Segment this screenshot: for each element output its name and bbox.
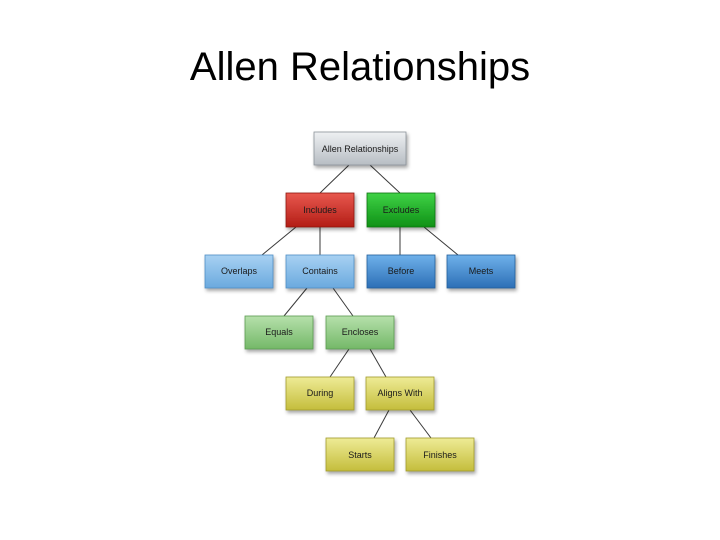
node-before: Before: [366, 254, 436, 289]
node-label: Excludes: [383, 205, 420, 215]
node-label: Before: [388, 266, 415, 276]
connector-encloses-during: [329, 348, 350, 378]
node-during: During: [285, 376, 355, 411]
connector-includes-overlaps: [261, 226, 297, 256]
node-label: Overlaps: [221, 266, 258, 276]
node-label: Aligns With: [377, 388, 422, 398]
node-contains: Contains: [285, 254, 355, 289]
node-label: Includes: [303, 205, 337, 215]
node-equals: Equals: [244, 315, 314, 350]
connector-encloses-aligns-with: [369, 348, 387, 378]
connector-excludes-meets: [423, 226, 459, 256]
node-label: Equals: [265, 327, 293, 337]
connector-root-includes: [319, 164, 350, 194]
node-label: Starts: [348, 450, 372, 460]
node-encloses: Encloses: [325, 315, 395, 350]
slide-title: Allen Relationships: [189, 45, 531, 89]
connector-lines: [261, 164, 459, 439]
node-label: Allen Relationships: [322, 144, 399, 154]
node-aligns-with: Aligns With: [365, 376, 435, 411]
node-starts: Starts: [325, 437, 395, 472]
connector-aligns-finishes: [409, 409, 432, 439]
node-meets: Meets: [446, 254, 516, 289]
node-includes: Includes: [285, 192, 355, 228]
node-label: Meets: [469, 266, 494, 276]
node-label: Encloses: [342, 327, 379, 337]
connector-contains-encloses: [332, 287, 354, 317]
node-finishes: Finishes: [405, 437, 475, 472]
node-label: During: [307, 388, 334, 398]
node-excludes: Excludes: [366, 192, 436, 228]
connector-root-excludes: [369, 164, 401, 194]
node-label: Contains: [302, 266, 338, 276]
node-allen-relationships: Allen Relationships: [313, 131, 407, 166]
node-label: Finishes: [423, 450, 457, 460]
node-overlaps: Overlaps: [204, 254, 274, 289]
connector-aligns-starts: [373, 409, 390, 439]
connector-contains-equals: [283, 287, 308, 317]
